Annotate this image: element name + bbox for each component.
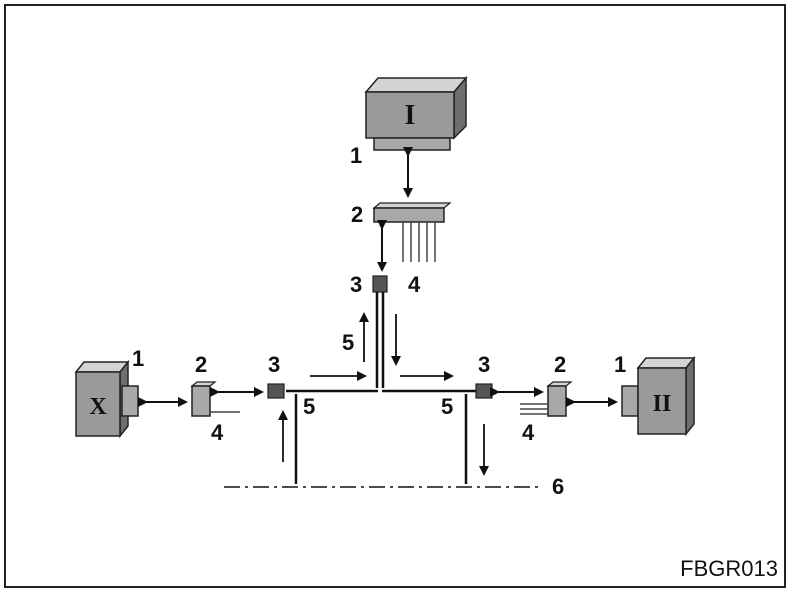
connector-2-left xyxy=(190,381,240,417)
callout-3-left: 3 xyxy=(268,352,280,377)
callout-3-top: 3 xyxy=(350,272,362,297)
callout-3-right: 3 xyxy=(478,352,490,377)
callout-5-right: 5 xyxy=(441,394,453,419)
module-top-connector-1 xyxy=(373,137,451,151)
callout-2-top: 2 xyxy=(351,202,363,227)
callout-2-right: 2 xyxy=(554,352,566,377)
module-left-label: X xyxy=(89,394,107,420)
splice-3-left xyxy=(267,383,285,399)
module-top-i: I xyxy=(364,75,468,151)
callout-6: 6 xyxy=(552,474,564,499)
module-right-label: II xyxy=(653,391,672,417)
splice-3-top xyxy=(372,275,388,293)
module-right-ii: II xyxy=(621,355,696,437)
module-left-x: X xyxy=(74,359,139,439)
callout-5-left: 5 xyxy=(303,394,315,419)
callout-1-right: 1 xyxy=(614,352,626,377)
splice-3-right xyxy=(475,383,493,399)
module-top-label: I xyxy=(405,100,416,131)
callout-5-center: 5 xyxy=(342,330,354,355)
module-left-connector-1 xyxy=(121,385,139,417)
callout-2-left: 2 xyxy=(195,352,207,377)
figure-code: FBGR013 xyxy=(680,556,778,581)
figure-frame xyxy=(4,4,786,588)
connector-2-right xyxy=(520,381,573,417)
module-right-connector-1 xyxy=(621,385,639,417)
callout-1-top: 1 xyxy=(350,143,362,168)
callout-4-top: 4 xyxy=(408,272,421,297)
connector-2-top xyxy=(372,202,452,262)
callout-1-left: 1 xyxy=(132,346,144,371)
central-wiring xyxy=(286,292,476,484)
callout-4-left: 4 xyxy=(211,420,224,445)
callout-4-right: 4 xyxy=(522,420,535,445)
